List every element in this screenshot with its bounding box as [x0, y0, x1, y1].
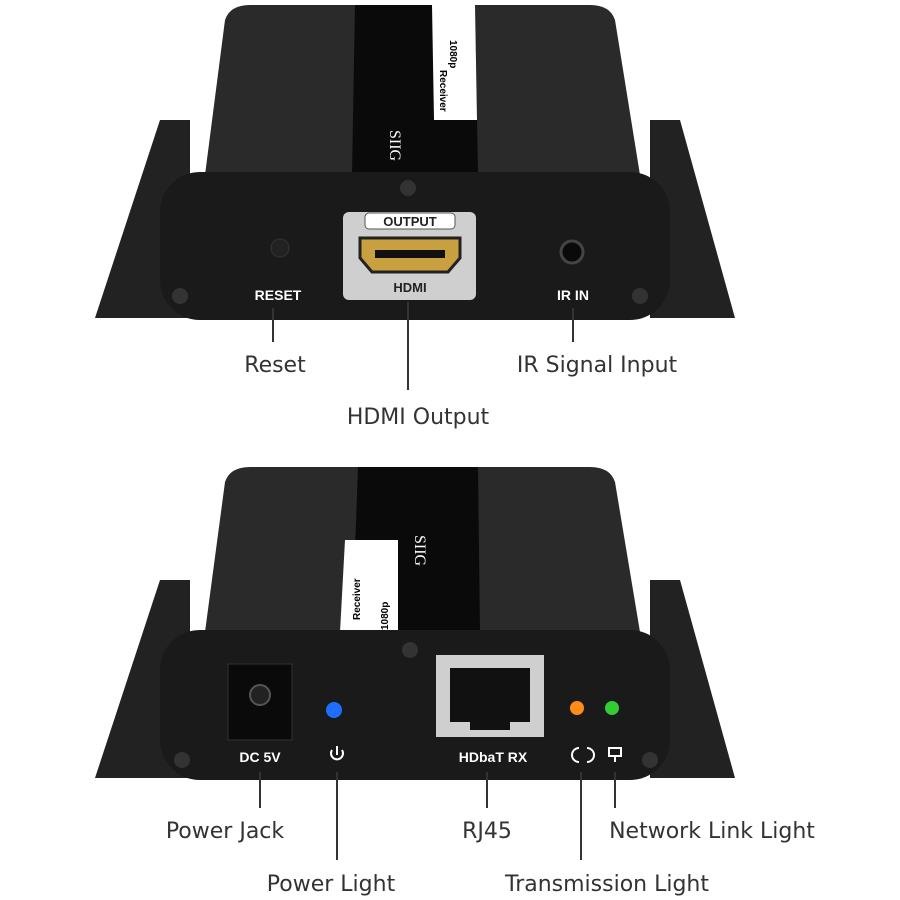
- stripe-text: 1080p: [447, 40, 458, 68]
- callout-network-link-light: Network Link Light: [609, 819, 815, 844]
- screw: [172, 288, 188, 304]
- white-label: [340, 540, 398, 632]
- dc-jack-hole: [249, 684, 271, 706]
- ir-in-label: IR IN: [557, 287, 589, 303]
- transmission-led: [570, 701, 584, 715]
- brand-logo: SIIG: [386, 130, 403, 162]
- screw: [400, 180, 416, 196]
- reset-button: [270, 238, 290, 258]
- power-led: [326, 702, 342, 718]
- ir-jack: [559, 239, 585, 265]
- stripe-text: Receiver: [437, 70, 448, 112]
- hdbaset-rx-label: HDbaT RX: [459, 749, 528, 765]
- brand-logo: SIIG: [411, 535, 428, 567]
- screw: [174, 752, 190, 768]
- screw: [402, 642, 418, 658]
- bottom-receiver-device: Receiver 1080p SIIG DC 5V HDbaT RX: [95, 467, 735, 780]
- output-tab: [364, 212, 456, 230]
- reset-label: RESET: [255, 287, 302, 303]
- callout-transmission-light: Transmission Light: [504, 872, 709, 897]
- dc-5v-label: DC 5V: [239, 749, 281, 765]
- callout-ir-signal-input: IR Signal Input: [517, 353, 678, 378]
- right-flange: [650, 120, 735, 318]
- callout-power-light: Power Light: [267, 872, 396, 897]
- screw: [632, 288, 648, 304]
- sync-icon: [571, 747, 595, 763]
- stripe-text: 1080p: [380, 602, 391, 630]
- right-flange: [650, 580, 735, 778]
- network-icon: [608, 747, 622, 762]
- callout-hdmi-output: HDMI Output: [347, 405, 490, 430]
- rj45-port: [450, 668, 530, 730]
- power-icon: [330, 746, 344, 761]
- top-receiver-device: 1080p Receiver SIIG OUTPUT HDMI RESET IR…: [95, 5, 735, 320]
- callout-reset: Reset: [244, 353, 306, 378]
- stripe-text: Receiver: [352, 578, 363, 620]
- white-label: [432, 5, 477, 120]
- hdmi-pins: [375, 250, 445, 258]
- callout-power-jack: Power Jack: [166, 819, 285, 844]
- hdmi-label: HDMI: [393, 280, 426, 295]
- screw: [642, 752, 658, 768]
- link-led: [605, 701, 619, 715]
- callout-rj45: RJ45: [462, 819, 512, 844]
- output-label: OUTPUT: [383, 214, 437, 229]
